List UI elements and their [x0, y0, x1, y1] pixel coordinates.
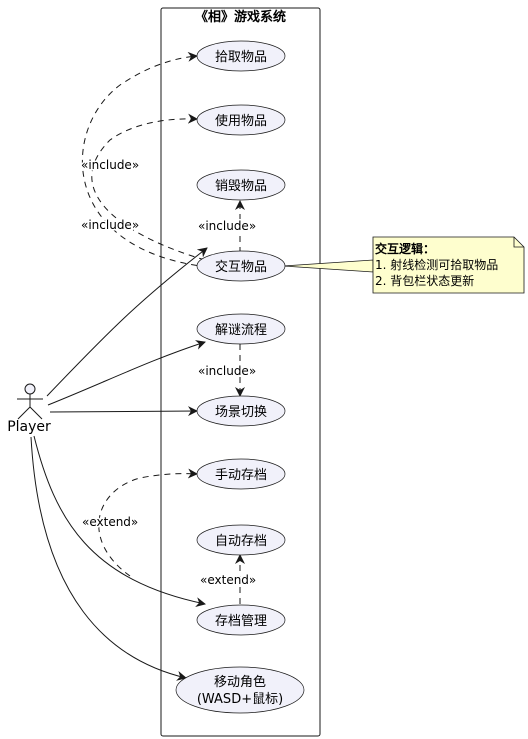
note-title: 交互逻辑： — [375, 241, 435, 256]
usecase-auto-save — [196, 524, 286, 556]
system-title: 《相》游戏系统 — [195, 9, 286, 25]
note-line1: 1. 射线检测可拾取物品 — [375, 257, 498, 272]
include-use-edge — [91, 113, 206, 261]
usecase-label-interact: 交互物品 — [215, 259, 267, 275]
usecase-label-move-line1: 移动角色 — [214, 674, 266, 690]
extend-manual-edge — [98, 468, 198, 577]
usecase-label-pickup: 拾取物品 — [215, 50, 267, 65]
include-label-destroy: «include» — [198, 219, 256, 233]
assoc-move — [30, 436, 187, 681]
usecase-pickup — [196, 40, 286, 72]
usecase-move — [175, 666, 305, 714]
usecase-label-scene: 场景切换 — [215, 405, 267, 420]
assoc-interact — [46, 247, 208, 397]
note-fold — [513, 237, 524, 248]
usecase-label-save-manage: 存档管理 — [215, 614, 267, 629]
usecase-interact — [196, 250, 286, 282]
note-line2: 2. 背包栏状态更新 — [375, 273, 474, 288]
usecase-label-move-line2: (WASD+鼠标) — [197, 692, 283, 707]
assoc-save-manage — [33, 435, 206, 608]
note: 交互逻辑： 1. 射线检测可拾取物品 2. 背包栏状态更新 — [372, 236, 525, 294]
usecase-label-use: 使用物品 — [215, 113, 267, 129]
actor-head — [24, 383, 36, 395]
usecase-use — [196, 104, 286, 136]
usecase-label-puzzle: 解谜流程 — [215, 323, 267, 338]
actor-label: Player — [7, 419, 51, 435]
usecase-label-manual-save: 手动存档 — [215, 468, 267, 483]
assoc-scene — [49, 406, 198, 417]
system-boundary — [160, 7, 321, 737]
include-pickup-edge — [82, 51, 209, 268]
extend-label-auto: «extend» — [200, 573, 256, 587]
usecase-scene — [196, 395, 286, 427]
note-box — [372, 236, 525, 294]
usecase-label-destroy: 销毁物品 — [215, 179, 267, 194]
usecase-save-manage — [196, 604, 286, 636]
include-label-pickup: «include» — [81, 218, 139, 232]
include-label-use: «include» — [81, 158, 139, 172]
usecase-manual-save — [196, 458, 286, 490]
include-label-scene: «include» — [198, 364, 256, 378]
assoc-puzzle — [47, 340, 206, 406]
actor-player — [17, 383, 43, 420]
usecase-destroy — [196, 169, 286, 201]
usecase-label-auto-save: 自动存档 — [215, 534, 267, 549]
extend-label-manual: «extend» — [82, 515, 138, 529]
note-connector — [282, 259, 374, 273]
usecase-puzzle — [196, 313, 286, 345]
